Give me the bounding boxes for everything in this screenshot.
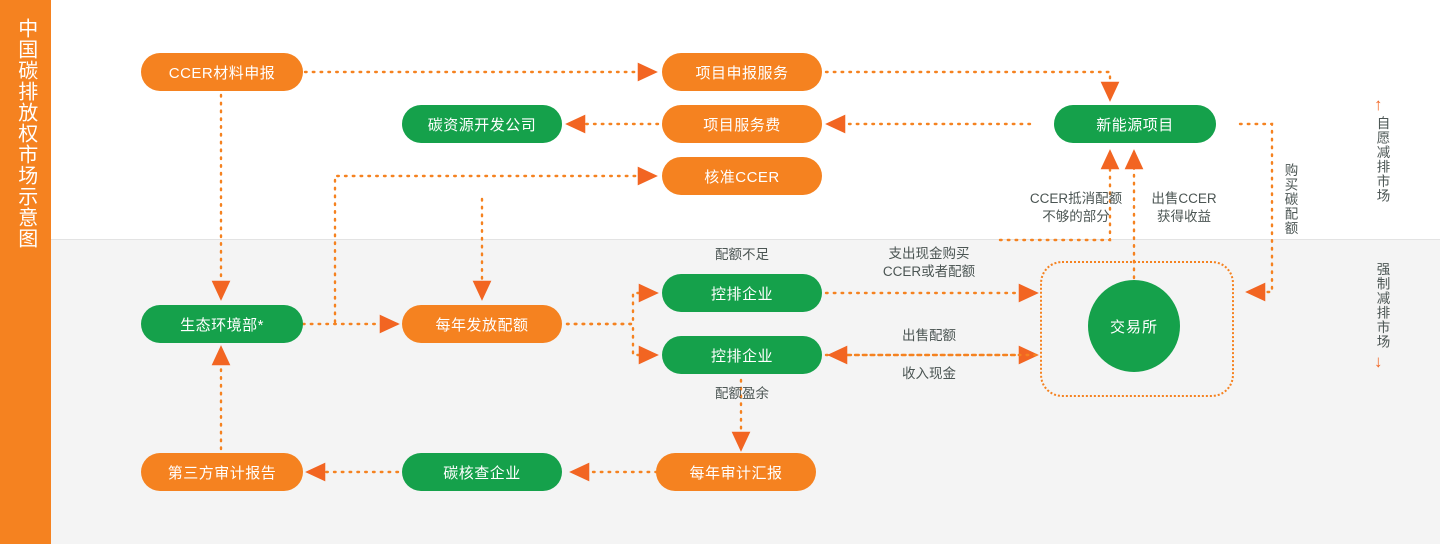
node-annual-quota-issue[interactable]: 每年发放配额 [402,305,562,343]
node-label: 项目服务费 [703,116,781,134]
exchange-boundary-box [1040,261,1234,397]
title-rail: 中国碳排放权市场示意图 [0,0,51,544]
node-carbon-dev-company[interactable]: 碳资源开发公司 [402,105,562,143]
node-label: 项目申报服务 [695,64,789,82]
page-title: 中国碳排放权市场示意图 [14,18,37,249]
node-label: 碳资源开发公司 [427,116,537,134]
label-ccer-offset-shortfall: CCER抵消配额 不够的部分 [1008,190,1144,226]
mandatory-market-down-arrow-icon: ↓ [1374,352,1383,371]
node-label: 生态环境部* [180,316,264,334]
node-third-party-audit-report[interactable]: 第三方审计报告 [141,453,303,491]
node-label: 控排企业 [710,285,773,303]
node-controlled-enterprise-1[interactable]: 控排企业 [662,274,822,312]
label-line-2: 不够的部分 [1042,209,1110,225]
node-label: 控排企业 [710,347,773,365]
node-exchange[interactable]: 交易所 [1088,280,1180,372]
node-label: 每年审计汇报 [689,464,783,482]
node-label: 碳核查企业 [443,464,521,482]
node-label: 核准CCER [704,168,780,186]
label-voluntary-market: 自愿减排市场 [1374,116,1390,203]
node-label: 交易所 [1109,318,1158,336]
node-carbon-verification-company[interactable]: 碳核查企业 [402,453,562,491]
label-buy-carbon-quota: 购买碳配额 [1282,163,1298,236]
node-ministry-of-ecology[interactable]: 生态环境部* [141,305,303,343]
label-line-2: CCER或者配额 [882,264,976,280]
node-project-service-fee[interactable]: 项目服务费 [662,105,822,143]
node-label: 每年发放配额 [435,316,529,334]
node-new-energy-project[interactable]: 新能源项目 [1054,105,1216,143]
label-mandatory-market: 强制减排市场 [1374,262,1390,349]
label-line-2: 获得收益 [1157,209,1211,225]
node-label: 第三方审计报告 [167,464,277,482]
node-label: CCER材料申报 [168,64,276,82]
label-spend-cash-buy: 支出现金购买 CCER或者配额 [858,245,1000,281]
label-quota-surplus: 配额盈余 [715,386,769,401]
label-line-1: 支出现金购买 [888,246,970,261]
node-controlled-enterprise-2[interactable]: 控排企业 [662,336,822,374]
node-label: 新能源项目 [1096,116,1174,134]
label-line-1: CCER抵消配额 [1029,191,1123,206]
label-sell-ccer-gain: 出售CCER 获得收益 [1146,190,1222,226]
label-receive-cash: 收入现金 [902,366,956,381]
label-quota-shortage: 配额不足 [715,247,769,262]
label-line-1: 出售CCER [1151,191,1217,206]
node-ccer-application[interactable]: CCER材料申报 [141,53,303,91]
voluntary-market-up-arrow-icon: ↑ [1374,95,1383,114]
node-approved-ccer[interactable]: 核准CCER [662,157,822,195]
node-project-application-service[interactable]: 项目申报服务 [662,53,822,91]
label-sell-quota: 出售配额 [902,328,956,343]
node-annual-audit-report[interactable]: 每年审计汇报 [656,453,816,491]
